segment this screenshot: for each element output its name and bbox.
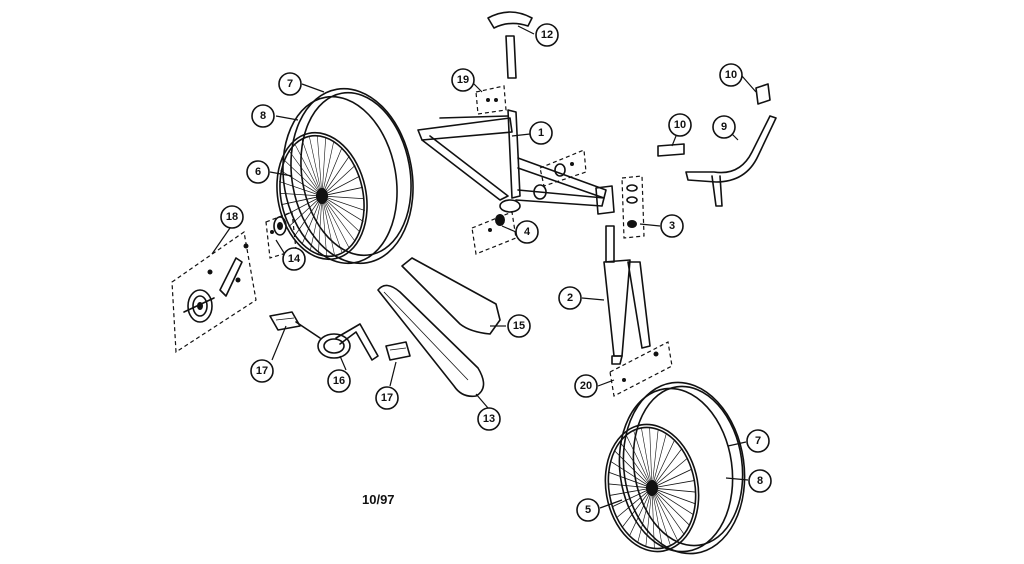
svg-text:14: 14: [288, 253, 301, 265]
svg-text:13: 13: [483, 413, 495, 425]
callout-grip-upper: 10: [719, 63, 743, 87]
callout-chain: 13: [477, 407, 501, 431]
svg-text:2: 2: [567, 292, 573, 304]
front-tube-drawing: [618, 387, 734, 553]
callout-headset: 3: [660, 214, 684, 238]
callout-grip-lower: 10: [668, 113, 692, 137]
seat-drawing: [487, 11, 533, 79]
callout-rear-hub-parts: 14: [282, 247, 306, 271]
bottom-bracket-drawing: [471, 211, 517, 255]
handlebar-drawing: [685, 115, 777, 207]
callout-rear-tube: 8: [251, 104, 275, 128]
svg-text:8: 8: [757, 475, 763, 487]
callout-pedal-right: 17: [375, 386, 399, 410]
frame-drawing: [417, 109, 615, 215]
rear-tube-drawing: [282, 95, 398, 265]
svg-text:17: 17: [256, 365, 268, 377]
svg-text:9: 9: [721, 121, 727, 133]
svg-text:10: 10: [674, 119, 686, 131]
headset-drawing: [621, 175, 645, 239]
callout-fork: 2: [558, 286, 582, 310]
callout-front-tube: 8: [748, 469, 772, 493]
date-code: 10/97: [362, 492, 395, 507]
svg-text:20: 20: [580, 380, 592, 392]
svg-text:3: 3: [669, 220, 675, 232]
svg-text:10: 10: [725, 69, 737, 81]
frame-hardware-drawing: [533, 149, 587, 200]
callout-rear-tire: 7: [278, 72, 302, 96]
pedal-left-drawing: [269, 311, 301, 331]
svg-text:8: 8: [260, 110, 266, 122]
crank-drawing: [295, 321, 379, 361]
callout-front-tire: 7: [746, 429, 770, 453]
svg-text:1: 1: [538, 127, 544, 139]
callout-rear-wheel: 6: [246, 160, 270, 184]
grip-upper-drawing: [755, 83, 771, 105]
chain-guard-drawing: [401, 257, 501, 335]
front-tire-drawing: [622, 381, 746, 555]
chain-drawing: [377, 284, 485, 398]
front-axle-hardware-drawing: [609, 341, 673, 397]
svg-text:7: 7: [287, 78, 293, 90]
svg-text:12: 12: [541, 29, 553, 41]
callout-front-wheel: 5: [576, 498, 600, 522]
svg-text:4: 4: [524, 226, 531, 238]
svg-text:18: 18: [226, 211, 238, 223]
svg-text:15: 15: [513, 320, 525, 332]
callout-seat-clamp: 19: [451, 68, 475, 92]
seat-clamp-drawing: [475, 85, 507, 115]
callout-chain-guard: 15: [507, 314, 531, 338]
pedal-right-drawing: [385, 341, 411, 361]
svg-text:5: 5: [585, 504, 591, 516]
callout-seat: 12: [535, 23, 559, 47]
svg-text:17: 17: [381, 392, 393, 404]
front-wheel-drawing: [598, 420, 706, 556]
callout-handlebar: 9: [712, 115, 736, 139]
callout-front-axle-hardware: 20: [574, 374, 598, 398]
grip-lower-drawing: [657, 143, 685, 157]
svg-text:19: 19: [457, 74, 469, 86]
callout-frame: 1: [529, 121, 553, 145]
svg-text:7: 7: [755, 435, 761, 447]
callout-pedal-left: 17: [250, 359, 274, 383]
svg-text:6: 6: [255, 166, 261, 178]
rear-wheel-drawing: [268, 127, 376, 265]
fork-drawing: [603, 225, 651, 365]
callout-bottom-bracket: 4: [515, 220, 539, 244]
callout-training-wheel: 18: [220, 205, 244, 229]
callout-crank: 16: [327, 369, 351, 393]
training-wheel-drawing: [171, 230, 257, 354]
svg-text:16: 16: [333, 375, 345, 387]
